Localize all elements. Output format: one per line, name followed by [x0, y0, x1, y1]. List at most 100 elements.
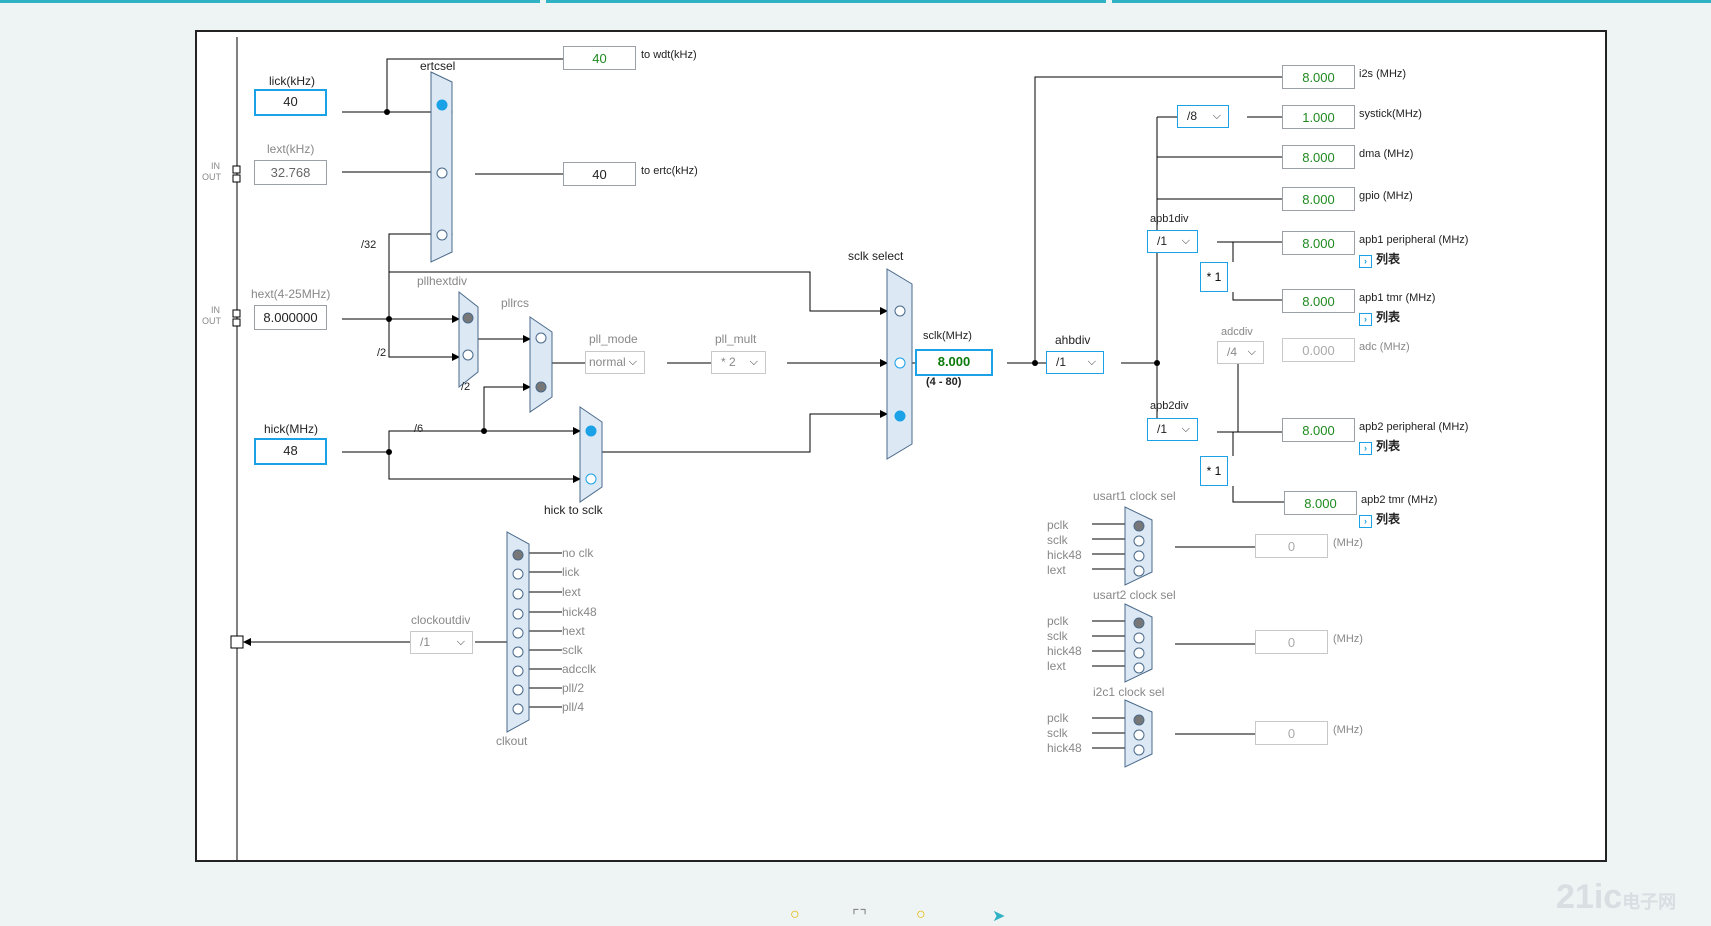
toolbar-fullscreen-icon[interactable]: ⌜⌝: [852, 908, 867, 925]
i2c1-unit: (MHz): [1333, 724, 1363, 736]
apb2-peripheral-label: apb2 peripheral (MHz): [1359, 421, 1469, 433]
clock-wires: [230, 37, 1298, 860]
sclk-range: (4 - 80): [926, 376, 962, 388]
clkout-input-no-clk: no clk: [562, 546, 594, 560]
apb1-peripheral-label: apb1 peripheral (MHz): [1359, 234, 1469, 246]
ertc-label: to ertc(kHz): [641, 165, 698, 177]
hick-input[interactable]: 48: [254, 438, 327, 465]
adcdiv-label: adcdiv: [1221, 326, 1253, 338]
div32-label: /32: [361, 239, 377, 251]
clkout-input-hick48: hick48: [562, 605, 597, 619]
usart2-input-sclk: sclk: [1047, 629, 1068, 643]
i2c1-input-hick48: hick48: [1047, 741, 1082, 755]
toolbar-bulb-icon[interactable]: ○: [790, 906, 800, 923]
pll-mode-label: pll_mode: [589, 332, 638, 346]
apb2div-select[interactable]: /1 ⌵: [1147, 418, 1198, 441]
adcdiv-value: /4: [1227, 345, 1238, 359]
watermark-small: 电子网: [1622, 892, 1677, 912]
toolbar-send-icon[interactable]: ➤: [992, 908, 1006, 925]
io-out-label: OUT: [202, 172, 221, 182]
usart1-input-hick48: hick48: [1047, 548, 1082, 562]
clkout-label: clkout: [496, 734, 528, 748]
hick-div2-label: /2: [461, 381, 471, 393]
apb1div-value: /1: [1157, 234, 1168, 248]
dma-value: 8.000: [1282, 145, 1355, 169]
systick-div-select[interactable]: /8 ⌵: [1177, 105, 1229, 128]
apb1-peripheral-value: 8.000: [1282, 231, 1355, 255]
expand-icon: ›: [1359, 442, 1372, 455]
pll-mult-label: pll_mult: [715, 332, 757, 346]
list-link-label: 列表: [1376, 439, 1401, 453]
apb2-peripheral-value: 8.000: [1282, 418, 1355, 442]
chevron-down-icon: ⌵: [749, 356, 758, 368]
clockoutdiv-select[interactable]: /1 ⌵: [410, 631, 473, 654]
pll-mode-value: normal: [589, 355, 626, 369]
apb1-multiplier: * 1: [1200, 262, 1228, 292]
clock-tree-canvas: IN OUT IN OUT lick(kHz) 40 lext(kHz) 32.…: [195, 30, 1607, 862]
hext-div2-label: /2: [377, 347, 387, 359]
apb1-peripheral-list-link[interactable]: › 列表: [1359, 250, 1400, 268]
apb1-tmr-value: 8.000: [1282, 289, 1355, 313]
expand-icon: ›: [1359, 515, 1372, 528]
ahbdiv-value: /1: [1056, 355, 1067, 369]
top-accent-bar: [0, 0, 1711, 3]
usart2-input-hick48: hick48: [1047, 644, 1082, 658]
apb2-tmr-label: apb2 tmr (MHz): [1361, 494, 1438, 506]
apb2-tmr-value: 8.000: [1284, 491, 1357, 515]
i2s-label: i2s (MHz): [1359, 68, 1407, 80]
lext-label: lext(kHz): [267, 142, 315, 156]
i2c1-value: 0: [1255, 721, 1328, 745]
expand-icon: ›: [1359, 255, 1372, 268]
pll-mode-select[interactable]: normal ⌵: [585, 351, 645, 374]
chevron-down-icon: ⌵: [456, 636, 465, 648]
lext-input[interactable]: 32.768: [254, 160, 327, 185]
dma-label: dma (MHz): [1359, 148, 1414, 160]
io-in-label: IN: [211, 161, 220, 171]
clkout-input-pll4: pll/4: [562, 700, 585, 714]
gpio-value: 8.000: [1282, 187, 1355, 211]
adcdiv-select[interactable]: /4 ⌵: [1217, 341, 1264, 364]
i2c1-label: i2c1 clock sel: [1093, 685, 1165, 699]
hick-div6-label: /6: [414, 423, 424, 435]
hext-input[interactable]: 8.000000: [254, 305, 327, 330]
pll-mult-value: * 2: [721, 355, 736, 369]
systick-value: 1.000: [1282, 105, 1355, 129]
usart1-input-pclk: pclk: [1047, 518, 1069, 532]
clkout-input-lick: lick: [562, 565, 580, 579]
usart2-label: usart2 clock sel: [1093, 588, 1176, 602]
apb1div-label: apb1div: [1150, 213, 1189, 225]
wdt-label: to wdt(kHz): [641, 49, 697, 61]
clockoutdiv-label: clockoutdiv: [411, 613, 471, 627]
pllrcs-label: pllrcs: [501, 296, 530, 310]
sclk-value[interactable]: 8.000: [915, 349, 993, 376]
apb2-tmr-list-link[interactable]: ›列表: [1359, 510, 1400, 528]
apb1div-select[interactable]: /1 ⌵: [1147, 230, 1198, 253]
lick-input[interactable]: 40: [254, 89, 327, 116]
apb2div-label: apb2div: [1150, 400, 1189, 412]
chevron-down-icon: ⌵: [628, 356, 637, 368]
toolbar-pin-icon[interactable]: ○: [916, 906, 926, 923]
hick-to-sclk-label: hick to sclk: [544, 503, 603, 517]
systick-div-value: /8: [1187, 109, 1198, 123]
systick-label: systick(MHz): [1359, 108, 1422, 120]
i2c1-input-sclk: sclk: [1047, 726, 1068, 740]
sclk-label: sclk(MHz): [923, 330, 972, 342]
apb1-tmr-list-link[interactable]: ›列表: [1359, 308, 1400, 326]
chevron-down-icon: ⌵: [1181, 423, 1190, 435]
watermark-logo: 21ic电子网: [1556, 878, 1676, 917]
chevron-down-icon: ⌵: [1212, 110, 1221, 122]
ahbdiv-select[interactable]: /1 ⌵: [1046, 351, 1104, 374]
chevron-down-icon: ⌵: [1087, 356, 1096, 368]
clkout-input-lext: lext: [562, 585, 581, 599]
list-link-label: 列表: [1376, 252, 1401, 266]
hick-label: hick(MHz): [264, 422, 318, 436]
expand-icon: ›: [1359, 313, 1372, 326]
usart1-input-sclk: sclk: [1047, 533, 1068, 547]
chevron-down-icon: ⌵: [1247, 346, 1256, 358]
pll-mult-select[interactable]: * 2 ⌵: [711, 351, 766, 374]
apb2-peripheral-list-link[interactable]: › 列表: [1359, 437, 1400, 455]
usart2-input-pclk: pclk: [1047, 614, 1069, 628]
clkout-input-adcclk: adcclk: [562, 662, 597, 676]
watermark-big: 21ic: [1556, 878, 1623, 916]
usart2-value: 0: [1255, 630, 1328, 654]
